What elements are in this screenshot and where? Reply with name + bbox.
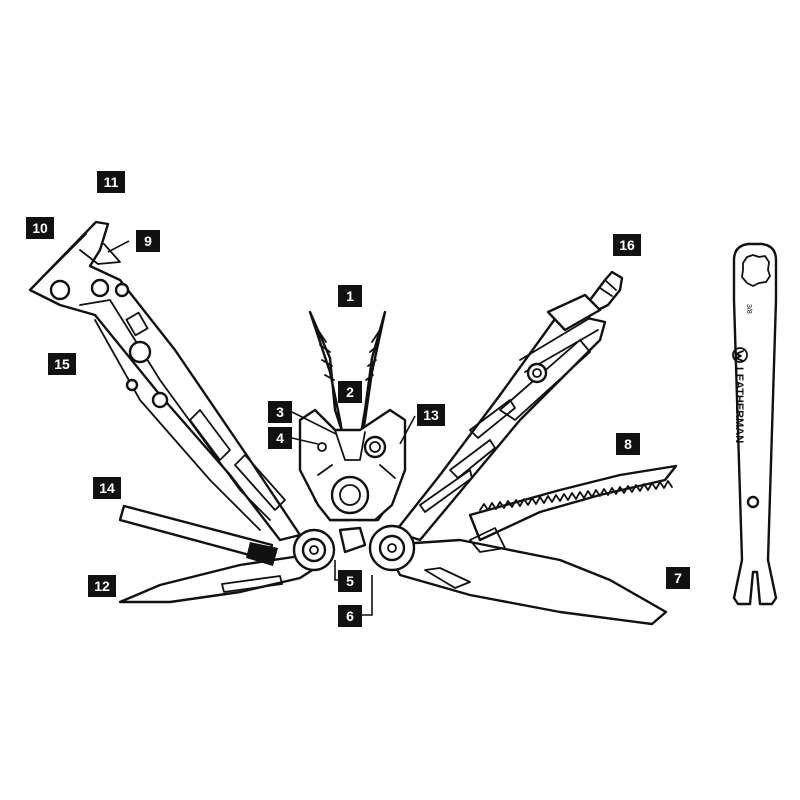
screwdriver-bit: [546, 270, 624, 332]
callout-label: 15: [54, 356, 70, 372]
center-pliers: [298, 310, 407, 522]
rod-file: [118, 504, 278, 566]
callout-badge-1: 1: [338, 285, 362, 307]
callout-badge-3: 3: [268, 401, 292, 423]
callout-badge-15: 15: [48, 353, 76, 375]
callout-badge-5: 5: [338, 570, 362, 592]
callout-label: 8: [624, 436, 632, 452]
right-handle: [393, 310, 607, 542]
callout-label: 7: [674, 570, 682, 586]
callout-label: 4: [276, 430, 284, 446]
wrench-accessory: LEATHERMAN 3/8: [732, 242, 778, 606]
leatherman-logo-icon: LEATHERMAN: [732, 347, 748, 443]
callout-label: 5: [346, 573, 354, 589]
callout-badge-4: 4: [268, 427, 292, 449]
callout-badge-7: 7: [666, 567, 690, 589]
callout-label: 3: [276, 404, 284, 420]
callout-badge-14: 14: [93, 477, 121, 499]
wrench-size-label: 3/8: [745, 304, 752, 314]
callout-badge-2: 2: [338, 381, 362, 403]
callout-label: 1: [346, 288, 354, 304]
callout-badge-8: 8: [616, 433, 640, 455]
left-handle: [28, 220, 302, 542]
callout-badge-13: 13: [417, 404, 445, 426]
callout-label: 9: [144, 233, 152, 249]
callout-label: 6: [346, 608, 354, 624]
callout-label: 13: [423, 407, 439, 423]
saw-blade: [468, 464, 678, 542]
callout-badge-6: 6: [338, 605, 362, 627]
callout-badge-10: 10: [26, 217, 54, 239]
right-knife-blade: [383, 527, 668, 626]
callout-badge-12: 12: [88, 575, 116, 597]
callout-label: 10: [32, 220, 48, 236]
callout-badge-11: 11: [97, 171, 125, 193]
brand-name: LEATHERMAN: [733, 367, 745, 443]
callout-label: 12: [94, 578, 110, 594]
callout-label: 11: [104, 174, 119, 190]
callout-label: 16: [619, 237, 635, 253]
left-knife-blade: [118, 554, 322, 604]
callout-label: 2: [346, 384, 354, 400]
pivots: [292, 524, 416, 572]
callout-badge-9: 9: [136, 230, 160, 252]
callout-label: 14: [99, 480, 115, 496]
callout-badge-16: 16: [613, 234, 641, 256]
